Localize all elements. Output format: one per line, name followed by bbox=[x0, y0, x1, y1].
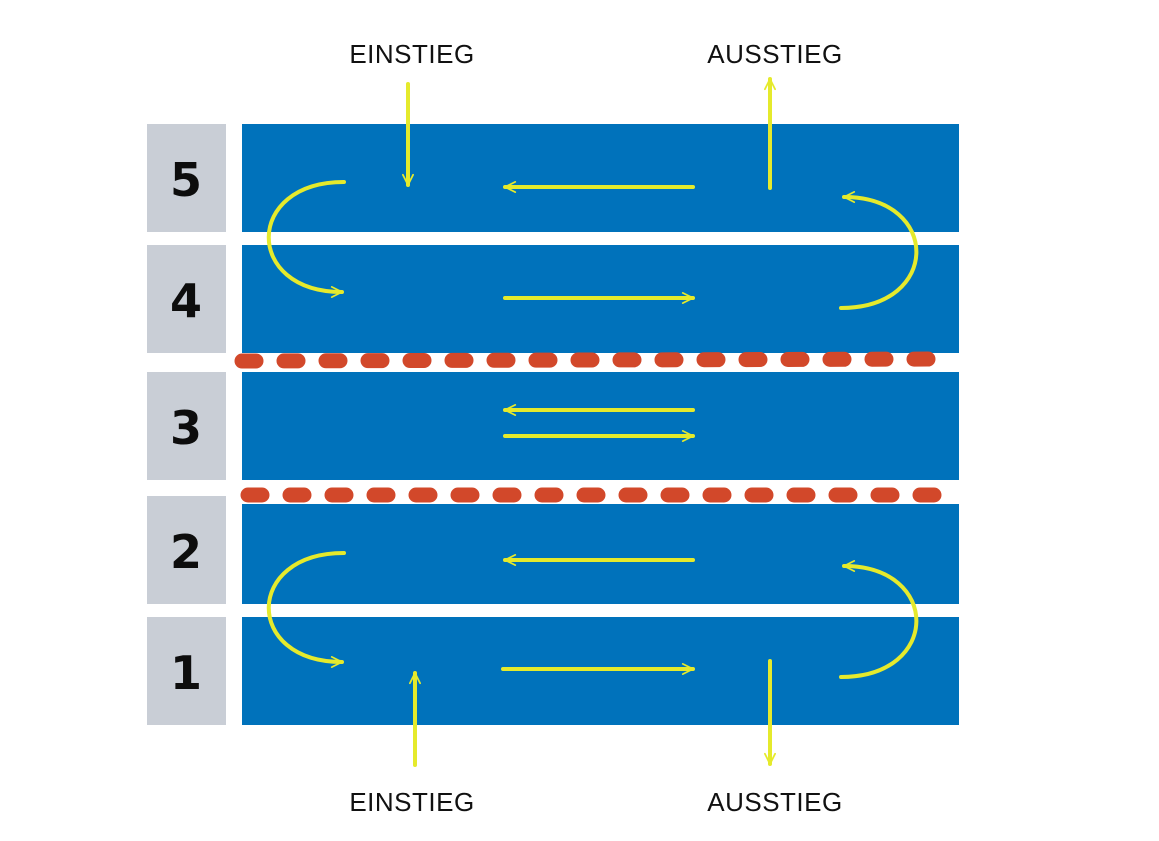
u-turn-icon bbox=[266, 180, 346, 299]
top-exit-label: AUSSTIEG bbox=[707, 39, 842, 69]
lane-number-4: 4 bbox=[170, 274, 202, 328]
lane-number-column: 5 4 3 2 1 bbox=[147, 124, 226, 725]
lane-number-5: 5 bbox=[170, 153, 202, 207]
lane-label-box-3 bbox=[147, 372, 226, 480]
lane-label-box-5 bbox=[147, 124, 226, 232]
lane-label-box-4 bbox=[147, 245, 226, 353]
u-turn-icon bbox=[839, 559, 919, 679]
lane-3 bbox=[242, 372, 959, 480]
top-entry-label: EINSTIEG bbox=[349, 39, 474, 69]
lane-2 bbox=[242, 504, 959, 604]
lane-divider-upper bbox=[234, 351, 958, 369]
lane-label-box-1 bbox=[147, 617, 226, 725]
pool-lanes bbox=[242, 124, 959, 725]
lane-number-2: 2 bbox=[170, 525, 202, 579]
u-turn-icon bbox=[839, 190, 919, 310]
bottom-entry-label: EINSTIEG bbox=[349, 787, 474, 817]
lane-label-box-2 bbox=[147, 496, 226, 604]
u-turn-icon bbox=[266, 551, 346, 669]
lane-number-1: 1 bbox=[170, 646, 202, 700]
lane-number-3: 3 bbox=[170, 401, 202, 455]
flow-arrows bbox=[266, 77, 919, 767]
bottom-exit-label: AUSSTIEG bbox=[707, 787, 842, 817]
lane-5 bbox=[242, 124, 959, 232]
